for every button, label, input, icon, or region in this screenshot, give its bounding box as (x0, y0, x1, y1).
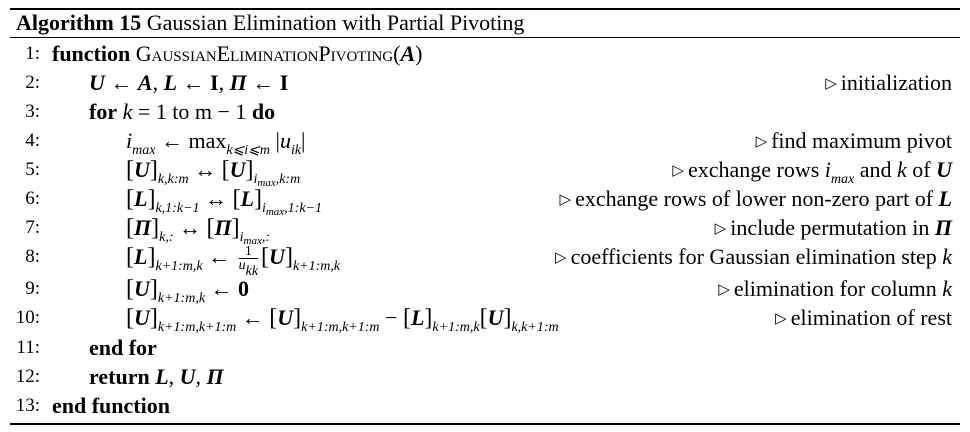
line-code: end function (52, 392, 170, 420)
keyword-end-function: end function (52, 393, 170, 418)
bottom-rule (10, 423, 960, 425)
line-comment: ▷include permutation in Π (714, 215, 952, 240)
line-code: [Π]k,: ↔ [Π]imax,: (126, 215, 271, 247)
line-number: 2: (25, 72, 40, 93)
algorithm-line-7: 7: [Π]k,: ↔ [Π]imax,: ▷include permutati… (0, 214, 970, 247)
keyword-function: function (52, 41, 131, 66)
function-name: GaussianEliminationPivoting (135, 41, 394, 66)
algorithm-line-11: 11: end for (0, 334, 970, 363)
caption-rule (10, 37, 960, 38)
line-number: 8: (25, 246, 40, 267)
algorithm-line-1: 1: function GaussianEliminationPivoting(… (0, 40, 970, 69)
line-comment: ▷initialization (825, 70, 952, 95)
line-code: return L, U, Π (89, 364, 224, 389)
line-code: U ← A, L ← I, Π ← I (89, 70, 289, 95)
loop-range: 1 to m − 1 (155, 99, 247, 124)
line-comment: ▷exchange rows imax and k of U (672, 157, 952, 187)
line-code: for k = 1 to m − 1 do (89, 99, 276, 124)
algorithm-caption: Algorithm 15 Gaussian Elimination with P… (16, 9, 524, 37)
line-number: 4: (25, 130, 40, 151)
algorithm-line-3: 3: for k = 1 to m − 1 do (0, 98, 970, 127)
keyword-end-for: end for (89, 335, 157, 360)
line-code: [U]k+1:m,k+1:m ← [U]k+1:m,k+1:m − [L]k+1… (126, 305, 559, 335)
top-rule (10, 8, 960, 10)
line-number: 13: (15, 395, 40, 416)
line-number: 5: (25, 159, 40, 180)
comment-triangle-icon: ▷ (672, 163, 684, 179)
function-arg: A (400, 41, 416, 66)
comment-triangle-icon: ▷ (775, 311, 787, 327)
algorithm-line-5: 5: [U]k,k:m ↔ [U]imax,k:m ▷exchange rows… (0, 156, 970, 189)
line-comment: ▷elimination of rest (775, 305, 952, 330)
algorithm-line-10: 10: [U]k+1:m,k+1:m ← [U]k+1:m,k+1:m − [L… (0, 304, 970, 335)
algorithm-line-2: 2: U ← A, L ← I, Π ← I ▷initialization (0, 69, 970, 98)
line-code: [U]k+1:m,k ← 0 (126, 276, 250, 306)
line-comment: ▷find maximum pivot (755, 128, 952, 153)
algorithm-line-9: 9: [U]k+1:m,k ← 0 ▷elimination for colum… (0, 275, 970, 306)
algorithm-label: Algorithm 15 (16, 10, 142, 35)
algorithm-line-6: 6: [L]k,1:k−1 ↔ [L]imax,1:k−1 ▷exchange … (0, 185, 970, 218)
line-number: 11: (16, 337, 40, 358)
keyword-do: do (251, 99, 276, 124)
line-code: [L]k,1:k−1 ↔ [L]imax,1:k−1 (126, 186, 322, 218)
algorithm-line-4: 4: imax ← maxk⩽i⩽m |uik| ▷find maximum p… (0, 127, 970, 158)
line-code: imax ← maxk⩽i⩽m |uik| (126, 128, 306, 158)
comment-triangle-icon: ▷ (559, 192, 572, 208)
algorithm-title: Gaussian Elimination with Partial Pivoti… (146, 10, 525, 35)
line-code: end for (89, 334, 157, 362)
line-code: [U]k,k:m ↔ [U]imax,k:m (126, 157, 301, 189)
line-code: function GaussianEliminationPivoting(A) (52, 41, 423, 66)
line-number: 10: (15, 307, 40, 328)
line-number: 6: (25, 188, 40, 209)
keyword-return: return (89, 364, 150, 389)
comment-triangle-icon: ▷ (555, 250, 567, 266)
comment-triangle-icon: ▷ (755, 134, 768, 150)
line-comment: ▷coefficients for Gaussian elimination s… (555, 244, 952, 269)
comment-triangle-icon: ▷ (714, 221, 727, 237)
algorithm-line-13: 13: end function (0, 392, 970, 421)
algorithm-line-12: 12: return L, U, Π (0, 363, 970, 392)
line-number: 12: (15, 366, 40, 387)
line-number: 9: (25, 278, 40, 299)
line-number: 1: (25, 43, 40, 64)
comment-triangle-icon: ▷ (718, 282, 730, 298)
line-number: 3: (25, 101, 40, 122)
line-comment: ▷elimination for column k (718, 276, 952, 301)
comment-triangle-icon: ▷ (825, 76, 837, 92)
line-number: 7: (25, 217, 40, 238)
keyword-for: for (89, 99, 118, 124)
line-comment: ▷exchange rows of lower non-zero part of… (559, 186, 952, 211)
